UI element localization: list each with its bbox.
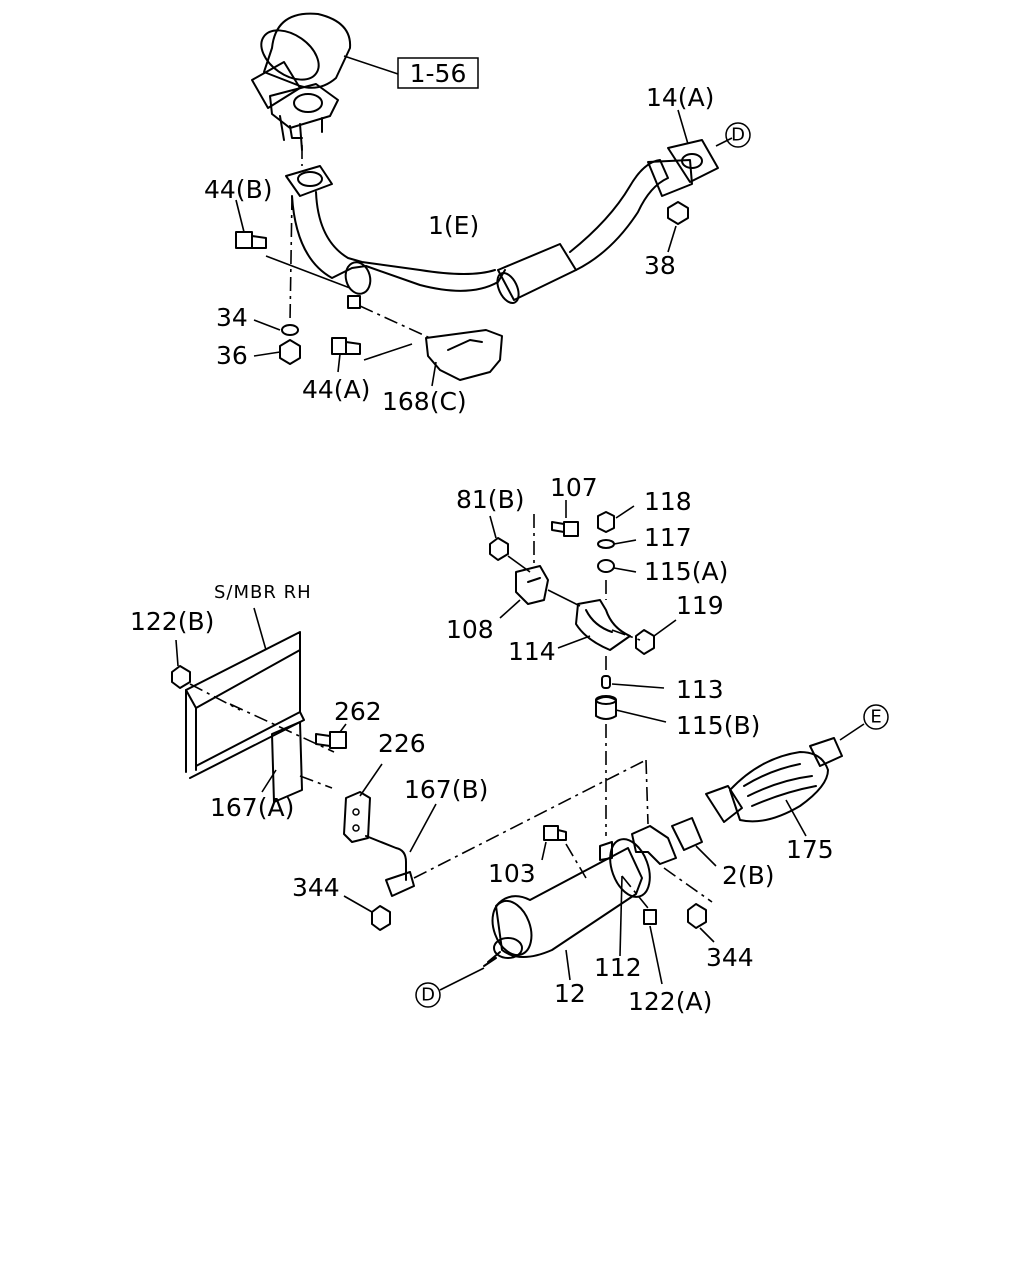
hanger-rod-167b <box>365 759 649 897</box>
nut-81b <box>489 515 531 573</box>
flange-gasket-14a <box>667 109 733 183</box>
label-175: 175 <box>786 835 834 864</box>
label-167a: 167(A) <box>210 793 294 822</box>
label-167b: 167(B) <box>404 775 488 804</box>
label-344-left: 344 <box>292 873 340 902</box>
label-38: 38 <box>644 251 676 280</box>
nut-344-right <box>687 903 715 943</box>
nut-119 <box>635 619 677 655</box>
side-member-frame: S/MBR RH <box>185 582 312 779</box>
nut-122a <box>621 875 663 985</box>
label-2b: 2(B) <box>722 861 775 890</box>
bolt-44b <box>235 199 351 289</box>
connector-d-top-letter: D <box>731 125 745 146</box>
label-108: 108 <box>446 615 494 644</box>
label-262: 262 <box>334 697 382 726</box>
bracket-108 <box>499 565 581 619</box>
label-103: 103 <box>488 859 536 888</box>
connector-d-top[interactable]: D <box>725 122 751 148</box>
bolt-103 <box>541 825 587 879</box>
label-118: 118 <box>644 487 692 516</box>
bracket-167a <box>229 703 335 803</box>
washer-117 <box>597 539 637 549</box>
reference-box-1-56[interactable]: 1-56 <box>343 55 479 89</box>
label-12: 12 <box>554 979 586 1008</box>
label-168c: 168(C) <box>382 387 467 416</box>
label-81b: 81(B) <box>456 485 524 514</box>
label-1e: 1(E) <box>428 211 479 240</box>
connector-e-letter: E <box>870 707 881 728</box>
label-114: 114 <box>508 637 556 666</box>
label-119: 119 <box>676 591 724 620</box>
label-115a: 115(A) <box>644 557 728 586</box>
bracket-168c <box>347 295 503 387</box>
label-115b: 115(B) <box>676 711 760 740</box>
front-exhaust-pipe <box>285 145 693 304</box>
label-44b: 44(B) <box>204 175 272 204</box>
exhaust-manifold-canister <box>251 12 352 151</box>
connector-d-bottom-letter: D <box>421 985 435 1006</box>
bolt-107 <box>533 500 579 566</box>
rubber-mount-226 <box>343 763 383 843</box>
nut-122b <box>171 639 241 711</box>
part-labels: 14(A) 44(B) 1(E) 38 34 36 44(A) 168(C) 8… <box>130 83 834 1016</box>
hanger-114 <box>557 580 641 651</box>
label-117: 117 <box>644 523 692 552</box>
label-122a: 122(A) <box>628 987 712 1016</box>
label-107: 107 <box>550 473 598 502</box>
catalytic-converter-175 <box>705 737 843 837</box>
label-36: 36 <box>216 341 248 370</box>
cushion-115a <box>597 559 637 573</box>
label-44a: 44(A) <box>302 375 370 404</box>
label-122b: 122(B) <box>130 607 214 636</box>
nut-344-left <box>343 895 391 931</box>
frame-label: S/MBR RH <box>214 582 312 603</box>
refbox-label: 1-56 <box>410 59 467 88</box>
label-226: 226 <box>378 729 426 758</box>
collar-113 <box>601 656 665 689</box>
label-344-right: 344 <box>706 943 754 972</box>
cushion-115b <box>595 695 667 836</box>
bolt-262 <box>299 723 347 789</box>
connector-d-bottom[interactable]: D <box>415 967 485 1008</box>
pipe-section-2b <box>631 817 717 903</box>
label-113: 113 <box>676 675 724 704</box>
nut-36 <box>253 339 301 365</box>
connector-e[interactable]: E <box>839 704 889 741</box>
nut-38 <box>667 201 689 253</box>
nut-118 <box>597 505 635 533</box>
washer-34 <box>253 195 299 336</box>
stud-112 <box>599 841 623 957</box>
label-14a: 14(A) <box>646 83 714 112</box>
label-112: 112 <box>594 953 642 982</box>
muffler-12 <box>483 838 651 981</box>
bolt-44a <box>331 337 413 373</box>
label-34: 34 <box>216 303 248 332</box>
